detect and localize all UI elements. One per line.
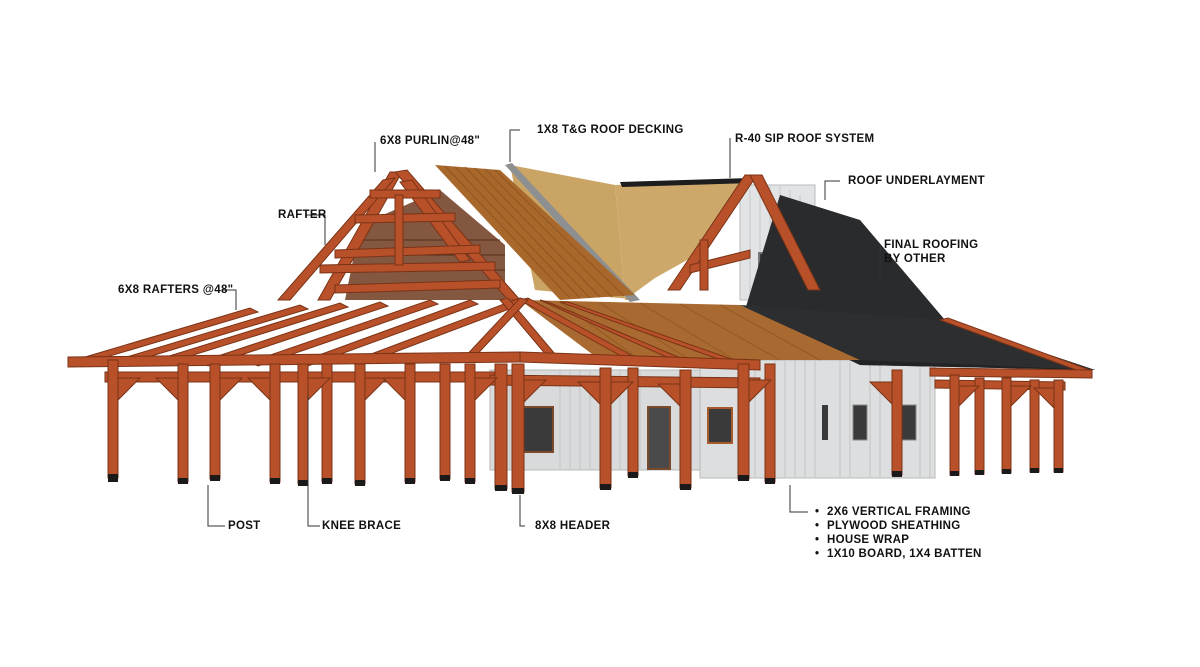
callout-rafter: RAFTER <box>278 209 327 221</box>
wall-assembly-list: •2X6 VERTICAL FRAMING •PLYWOOD SHEATHING… <box>815 505 982 561</box>
callout-final-roofing-line2: BY OTHER <box>884 253 946 265</box>
callout-knee-brace: KNEE BRACE <box>322 520 402 532</box>
leader-wall <box>789 485 808 513</box>
callout-post: POST <box>228 520 261 532</box>
wall-assembly-item-label: PLYWOOD SHEATHING <box>827 520 961 532</box>
callout-header: 8X8 HEADER <box>535 520 611 532</box>
wall-assembly-item: •2X6 VERTICAL FRAMING <box>815 506 971 518</box>
wall-assembly-item: •PLYWOOD SHEATHING <box>815 520 961 532</box>
wall-assembly-item-label: HOUSE WRAP <box>827 534 910 546</box>
post-bases <box>108 468 1063 494</box>
wall-assembly-item-label: 1X10 BOARD, 1X4 BATTEN <box>827 548 982 560</box>
callout-final-roofing-line1: FINAL ROOFING <box>884 239 979 251</box>
callout-rafters-48: 6X8 RAFTERS @48" <box>118 284 234 296</box>
leader-underlayment <box>824 180 840 200</box>
leader-decking <box>509 129 520 162</box>
callout-sip-roof: R-40 SIP ROOF SYSTEM <box>735 133 875 145</box>
leader-rafter <box>305 214 326 245</box>
leader-lines <box>207 129 881 527</box>
callout-roof-underlayment: ROOF UNDERLAYMENT <box>848 175 985 187</box>
timber-frame <box>67 169 1093 493</box>
wall-assembly-item: •HOUSE WRAP <box>815 534 910 546</box>
leader-rafters-48 <box>222 289 237 310</box>
callout-roof-decking: 1X8 T&G ROOF DECKING <box>537 124 684 136</box>
leader-post <box>207 485 225 527</box>
wall-assembly-item-label: 2X6 VERTICAL FRAMING <box>827 506 971 518</box>
leader-header <box>519 495 525 527</box>
callout-purlin: 6X8 PURLIN@48" <box>380 135 481 147</box>
leader-knee-brace <box>307 395 320 527</box>
wall-assembly-item: •1X10 BOARD, 1X4 BATTEN <box>815 548 982 560</box>
